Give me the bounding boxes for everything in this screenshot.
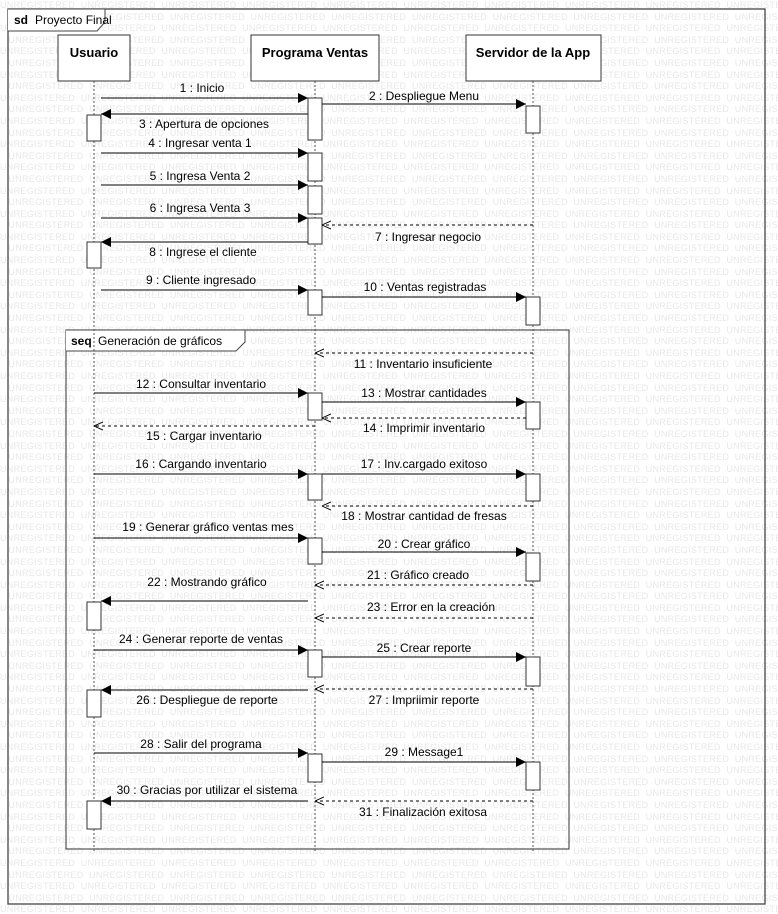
activation-bar	[307, 473, 323, 501]
message-label-20: 20 : Crear gráfico	[378, 537, 471, 551]
participant-servidor[interactable]: Servidor de la App	[465, 34, 602, 82]
activation-bar	[525, 296, 541, 326]
participant-usuario[interactable]: Usuario	[57, 34, 131, 82]
message-label-29: 29 : Message1	[385, 745, 464, 759]
message-label-24: 24 : Generar reporte de ventas	[119, 632, 283, 646]
message-label-8: 8 : Ingrese el cliente	[149, 245, 257, 259]
message-label-1: 1 : Inicio	[180, 81, 225, 95]
message-label-6: 6 : Ingresa Venta 3	[150, 201, 251, 215]
activation-bar	[86, 800, 102, 830]
message-label-11: 11 : Inventario insuficiente	[354, 357, 493, 371]
activation-bar	[307, 152, 323, 182]
message-label-26: 26 : Despliegue de reporte	[136, 693, 278, 707]
participant-programa[interactable]: Programa Ventas	[250, 34, 380, 82]
activation-bar	[525, 473, 541, 502]
activation-bar	[307, 97, 323, 141]
activation-bar	[86, 689, 102, 718]
message-label-7: 7 : Ingresar negocio	[375, 230, 481, 244]
activation-bar	[86, 601, 102, 631]
participant-usuario-label: Usuario	[70, 45, 118, 60]
activation-bar	[525, 401, 541, 430]
inner-frame-title: Generación de gráficos	[98, 334, 222, 348]
message-label-27: 27 : Impriimir reporte	[369, 693, 480, 707]
activation-bar	[307, 537, 323, 565]
outer-frame-title: Proyecto Final	[35, 13, 112, 27]
message-label-3: 3 : Apertura de opciones	[139, 117, 269, 131]
message-label-14: 14 : Imprimir inventario	[363, 421, 485, 435]
activation-bar	[307, 753, 323, 783]
message-label-9: 9 : Cliente ingresado	[146, 273, 256, 287]
participant-servidor-label: Servidor de la App	[476, 45, 590, 60]
participant-programa-label: Programa Ventas	[262, 45, 368, 60]
message-label-23: 23 : Error en la creación	[367, 600, 495, 614]
message-label-15: 15 : Cargar inventario	[146, 429, 262, 443]
activation-bar	[525, 761, 541, 791]
message-label-5: 5 : Ingresa Venta 2	[150, 169, 251, 183]
outer-frame: sd Proyecto Final	[7, 8, 766, 905]
message-label-2: 2 : Despliegue Menu	[369, 89, 479, 103]
message-label-22: 22 : Mostrando gráfico	[147, 575, 267, 589]
message-label-21: 21 : Gráfico creado	[367, 568, 469, 582]
message-label-10: 10 : Ventas registradas	[364, 280, 487, 294]
activation-bar	[86, 241, 102, 269]
activation-bar	[307, 392, 323, 421]
message-label-17: 17 : Inv.cargado exitoso	[361, 457, 488, 471]
activation-bar	[525, 552, 541, 582]
activation-bar	[525, 105, 541, 134]
activation-bar	[307, 217, 323, 245]
message-label-12: 12 : Consultar inventario	[136, 377, 266, 391]
message-label-30: 30 : Gracias por utilizar el sistema	[117, 783, 298, 797]
outer-frame-keyword: sd	[14, 13, 28, 27]
activations	[86, 97, 541, 830]
message-label-4: 4 : Ingresar venta 1	[148, 136, 252, 150]
message-label-31: 31 : Finalización exitosa	[359, 805, 487, 819]
activation-bar	[307, 649, 323, 678]
message-label-16: 16 : Cargando inventario	[135, 457, 267, 471]
message-label-28: 28 : Salir del programa	[140, 737, 262, 751]
messages: 1 : Inicio 2 : Despliegue Menu 3 : Apertur…	[94, 81, 533, 819]
message-label-25: 25 : Crear reporte	[377, 641, 472, 655]
activation-bar	[86, 114, 102, 142]
activation-bar	[307, 289, 323, 316]
activation-bar	[525, 656, 541, 687]
inner-frame: seq Generación de gráficos	[65, 329, 570, 850]
activation-bar	[307, 185, 323, 215]
message-label-19: 19 : Generar gráfico ventas mes	[122, 520, 293, 534]
message-label-18: 18 : Mostrar cantidad de fresas	[341, 509, 506, 523]
inner-frame-keyword: seq	[71, 334, 92, 348]
message-label-13: 13 : Mostrar cantidades	[361, 386, 486, 400]
